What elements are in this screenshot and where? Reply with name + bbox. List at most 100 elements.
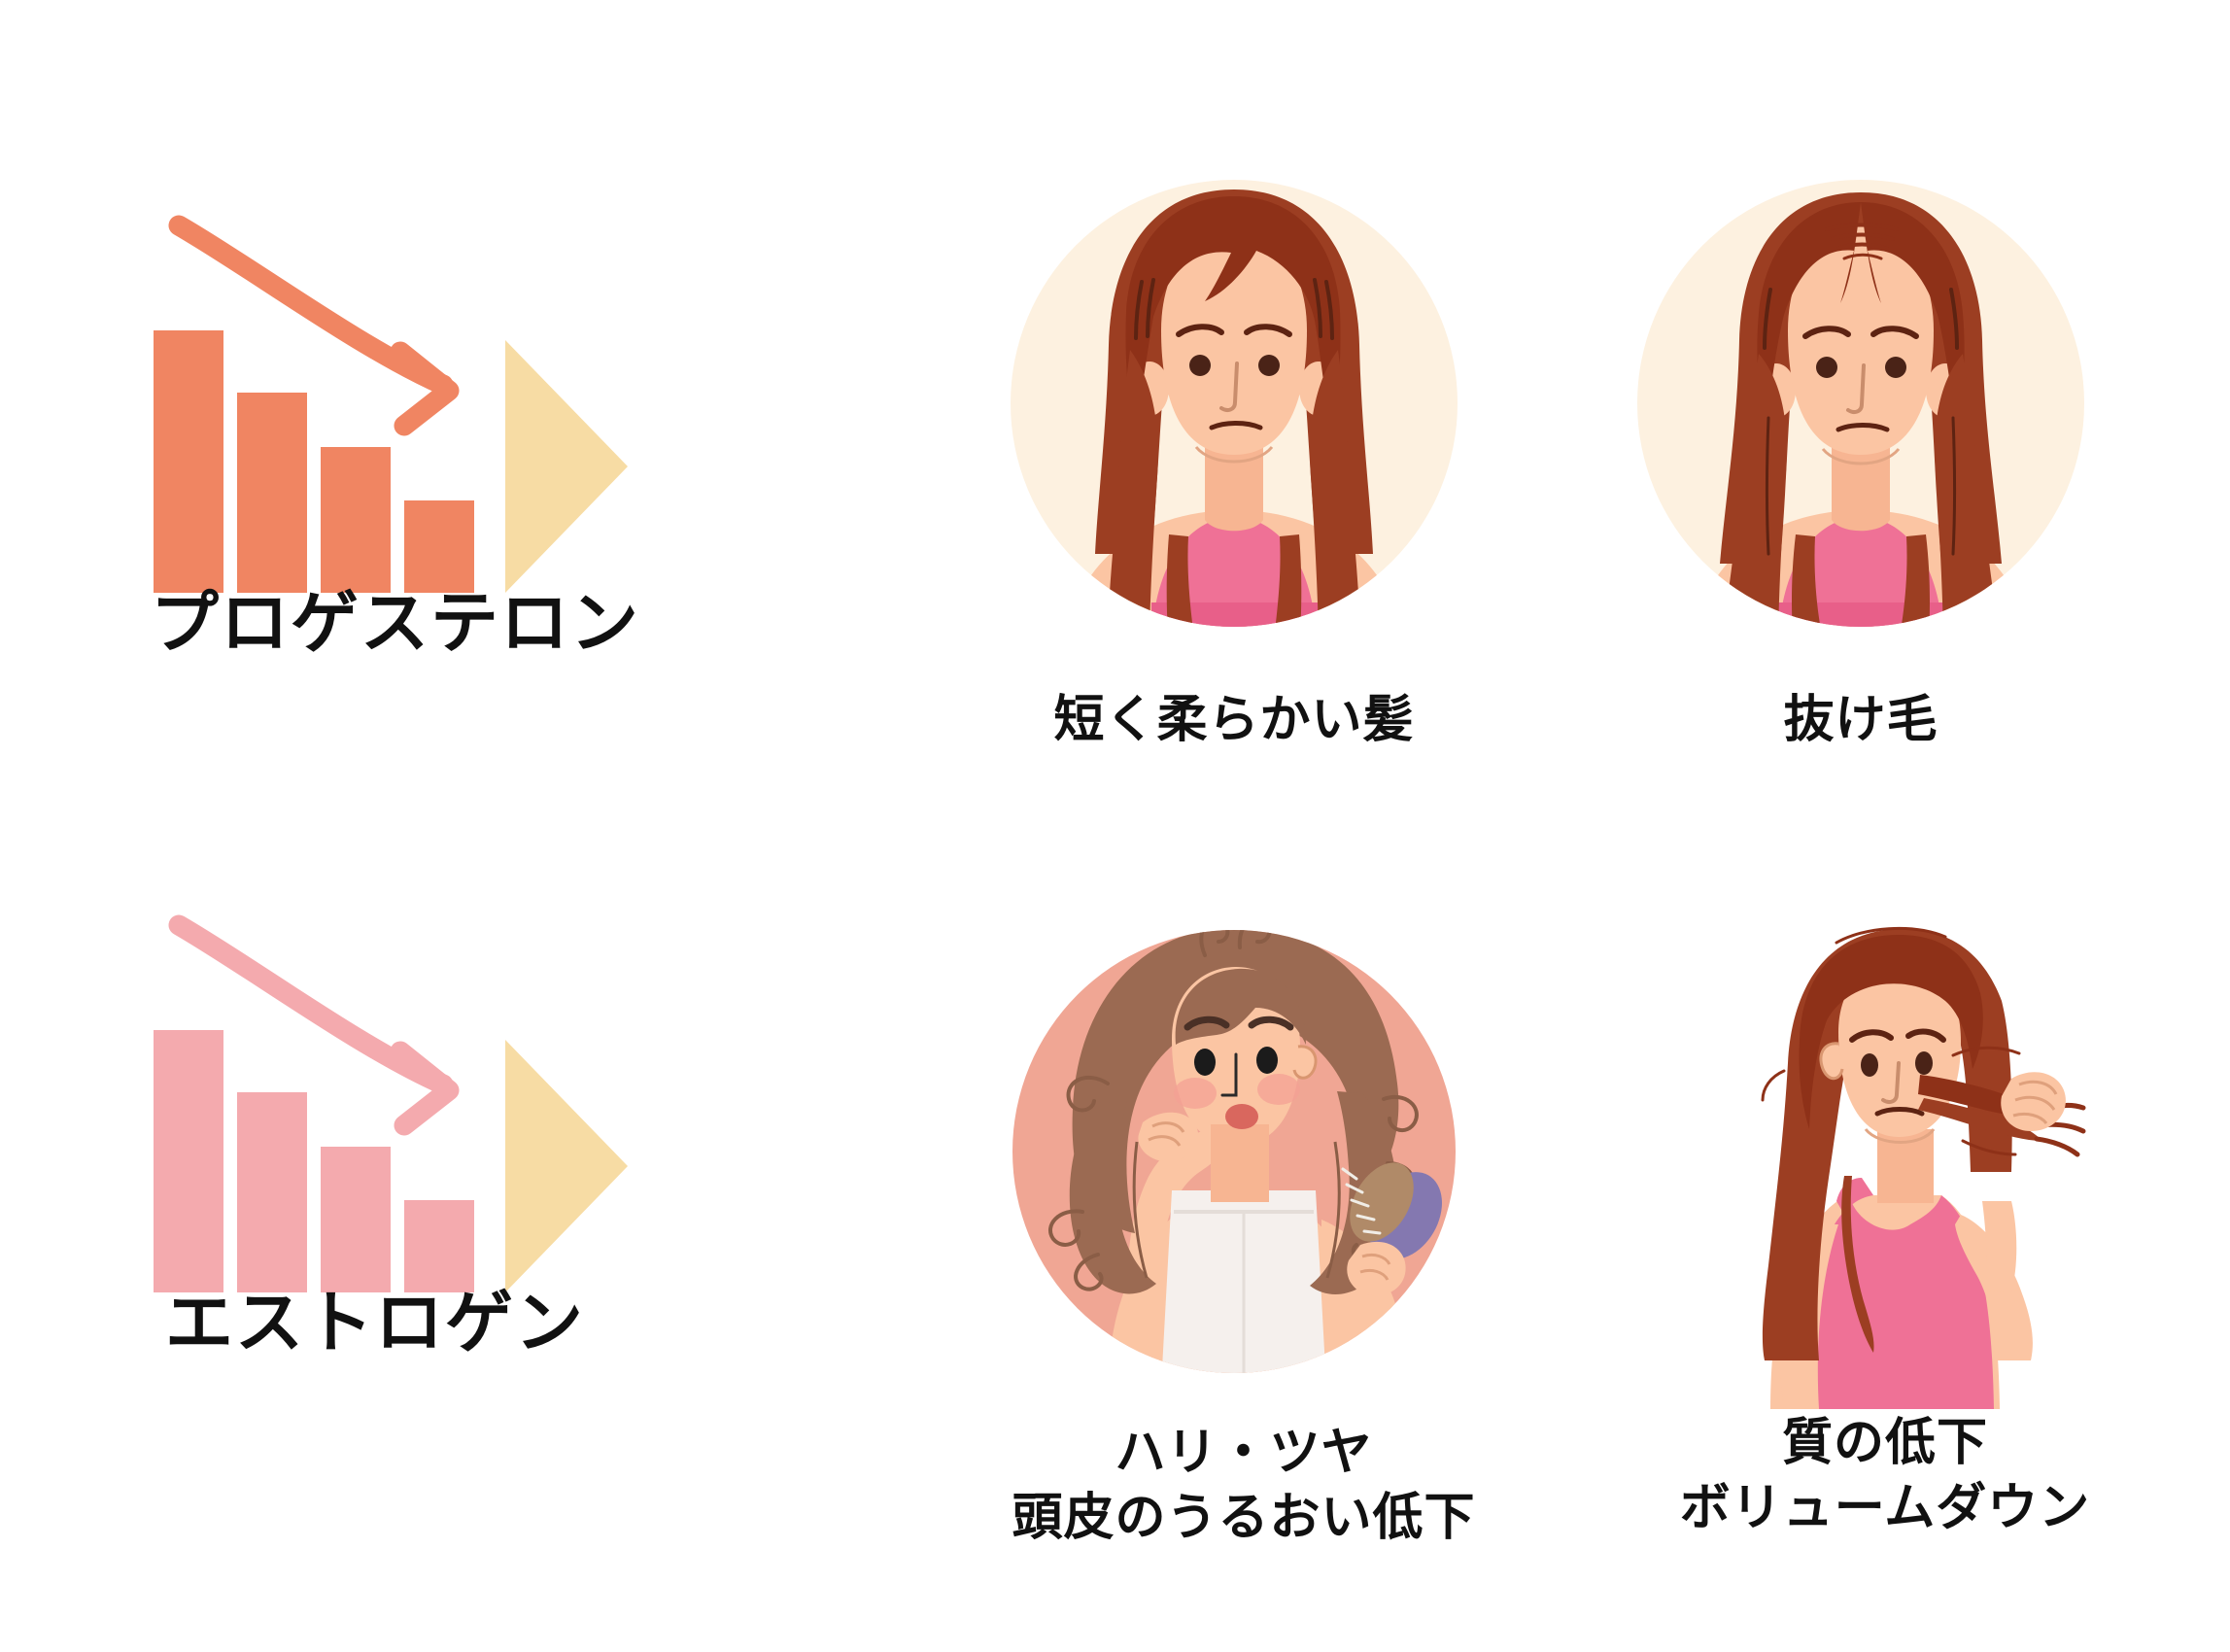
hairbrush [1341,1162,1442,1259]
progesterone-chart-svg [154,215,628,593]
hair-texture-lock-right [1951,416,1956,556]
declining-arrow-pink [168,914,460,1136]
face [1161,225,1307,455]
hair-front [1125,196,1341,437]
hair-texture-right-2 [1313,278,1322,338]
forearm-raised [1982,1201,2017,1292]
quality-volume-down-illustration [1691,904,2118,1409]
hair-loss-illustration [1632,146,2089,651]
eyebrow-right [1248,1015,1294,1031]
hand-line-2 [1148,1135,1182,1147]
eye-left [1189,355,1211,376]
progesterone-chart: プロゲステロン [136,175,875,719]
flyaway-curl-left-3 [1074,1253,1104,1291]
split-end-3 [2034,1136,2080,1157]
eye-right [1885,357,1906,378]
bar-2 [237,1092,307,1292]
scalp-moisture-loss-svg [1012,930,1456,1373]
chin-line [1864,1127,1936,1144]
hair-volume-left [1069,1101,1156,1294]
progesterone-label: プロゲステロン [151,583,640,663]
nose [1881,1061,1901,1104]
hair-lock-right [1310,350,1361,627]
short-soft-hair-svg [1011,180,1458,627]
finger-2 [2014,1095,2056,1111]
eye-right [1258,355,1280,376]
mouth [1874,1107,1925,1117]
eyebrow-right [1870,326,1919,339]
quality-volume-down-svg [1761,927,2086,1409]
hair-texture-right [1949,288,1959,350]
estrogen-chart-svg [154,914,628,1292]
scalp-moisture-loss-caption: ハリ・ツヤ 頭皮のうるおい低下 [1012,1424,1476,1547]
eyebrow-left [1802,326,1851,339]
bar-3 [321,1147,391,1292]
eye-right [1256,1047,1278,1074]
flyaway-curl-top [1199,930,1230,957]
nose [1220,1052,1238,1097]
neck [1211,1124,1269,1202]
eyebrow-right [1244,324,1292,337]
fringe [1175,968,1306,1045]
finger-line-1 [1361,1253,1391,1265]
mouth [1835,423,1890,432]
mouth-open [1225,1104,1258,1129]
hair-strand-wave-right [1325,1141,1341,1279]
nose [1219,361,1239,412]
finger-line-2 [1359,1268,1389,1281]
hair-lock-right [1935,354,2000,627]
hair-frizzy [1072,930,1399,1233]
frizz-top [1835,927,1947,945]
ear-left [1819,1042,1844,1081]
hair-lock-left [1107,350,1158,627]
finger-1 [2018,1080,2058,1095]
hair-lock-left [1722,354,1787,627]
mouth [1209,421,1263,430]
hand-holding-brush [1347,1241,1406,1296]
scalp-moisture-loss-illustration [1001,899,1487,1404]
sparse-strand-2 [1831,232,1895,241]
hair-texture-left-2 [1146,278,1155,338]
play-triangle-right [505,1040,628,1292]
declining-arrow-orange [168,215,460,436]
eye-left [1194,1049,1216,1076]
estrogen-label: エストロゲン [165,1283,585,1362]
flyaway-curl-top-2 [1237,930,1272,949]
bar-3 [321,447,391,593]
hair-loss-svg [1637,180,2084,627]
sparse-strand-3 [1836,242,1889,251]
bar-4 [404,500,474,593]
blush-left [1174,1078,1217,1109]
eye-left [1861,1053,1878,1077]
sparse-strand-1 [1825,223,1899,231]
nose [1846,363,1866,414]
hair-loss-caption: 抜け毛 [1783,691,1938,749]
frizz-2 [1961,1139,2017,1156]
hair-back [1762,929,2012,1360]
hair-texture-left [1763,288,1772,350]
arm-raised-left [1127,1129,1227,1373]
frizz-1 [1951,1046,2021,1057]
eyebrow-left [1184,1015,1230,1031]
estrogen-chart: エストロゲン [136,875,875,1419]
chin-line [1194,445,1274,464]
eyebrow-right [1905,1028,1946,1043]
hair-front-thinning-left [1757,202,1861,437]
hair-texture-left [1134,280,1144,340]
short-soft-hair-illustration [1006,146,1462,651]
ear-right [1292,1045,1318,1080]
chin-line [1821,447,1901,465]
eyebrow-left [1849,1029,1894,1043]
blush-right [1257,1074,1300,1105]
hair-strand-held-2 [1918,1098,2042,1141]
eyebrow-left [1176,324,1224,337]
bar-4 [404,1200,474,1292]
hair-front-thinning-right [1861,202,1965,437]
flyaway-curl-left [1066,1075,1110,1113]
hair-strand-wave-left [1132,1141,1149,1279]
play-triangle-right [505,340,628,593]
quality-volume-down-caption: 質の低下 ボリュームダウン [1679,1414,2091,1537]
flyaway-curl-right [1382,1094,1419,1133]
hair-front [1799,935,1983,1129]
